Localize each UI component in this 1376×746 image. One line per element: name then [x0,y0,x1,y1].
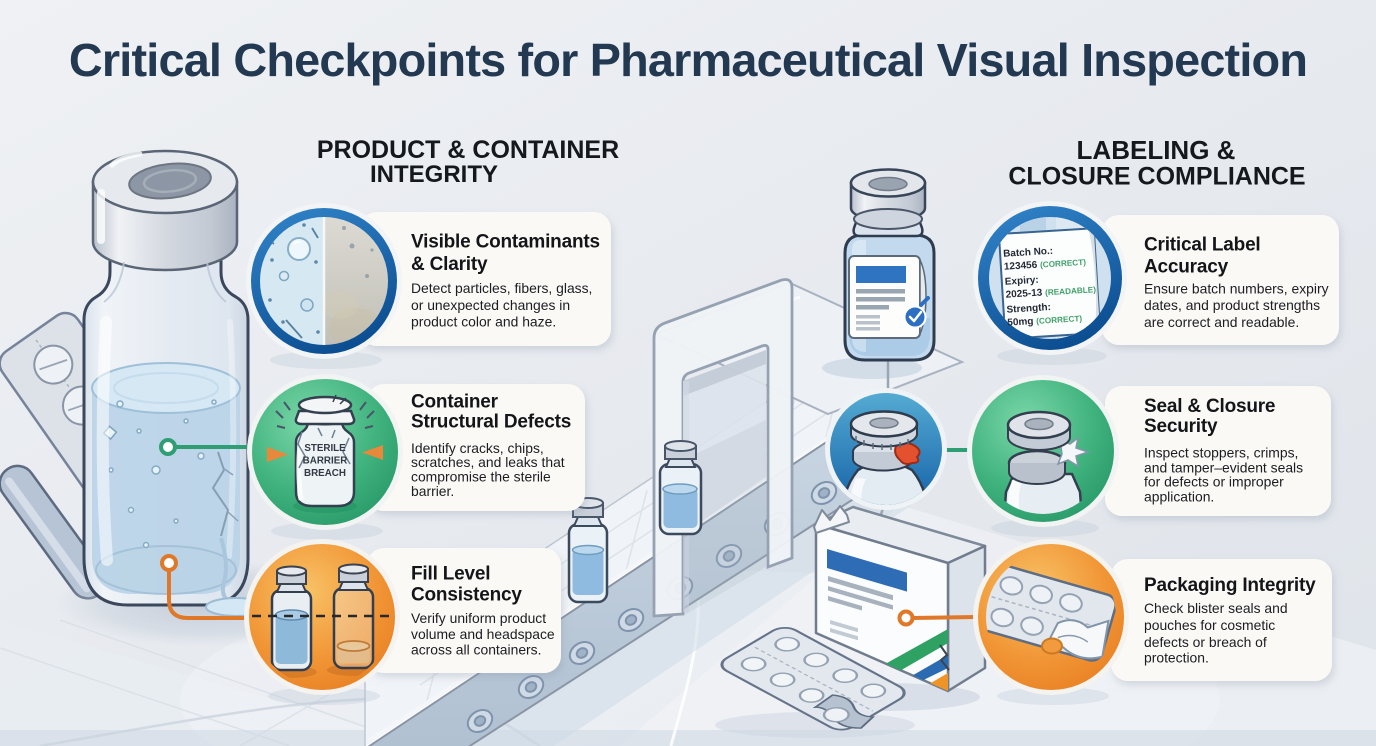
svg-text:Identify cracks, chips,: Identify cracks, chips, [411,440,544,456]
svg-text:STERILE: STERILE [304,443,346,454]
svg-text:for defects or improper: for defects or improper [1144,474,1284,490]
svg-text:protection.: protection. [1144,650,1209,666]
svg-text:or unexpected changes in: or unexpected changes in [411,297,570,313]
svg-text:barrier.: barrier. [411,483,454,499]
svg-text:PRODUCT & CONTAINER: PRODUCT & CONTAINER [317,136,619,164]
svg-text:INTEGRITY: INTEGRITY [370,161,498,188]
svg-text:Expiry:: Expiry: [1005,275,1040,288]
svg-text:product color and haze.: product color and haze. [411,314,556,330]
svg-text:BREACH: BREACH [304,468,346,479]
svg-text:Accuracy: Accuracy [1144,257,1229,278]
svg-text:Packaging Integrity: Packaging Integrity [1144,575,1316,596]
svg-text:Security: Security [1144,416,1218,437]
svg-text:Critical Checkpoints for Pharm: Critical Checkpoints for Pharmaceutical … [69,34,1307,86]
svg-text:defects or breach of: defects or breach of [1144,634,1267,650]
svg-text:across all containers.: across all containers. [411,642,541,658]
svg-text:and tamper–evident seals: and tamper–evident seals [1144,459,1303,475]
svg-text:Detect particles, fibers, glas: Detect particles, fibers, glass, [411,280,592,296]
svg-text:Critical Label: Critical Label [1144,235,1261,256]
svg-text:dates, and product strengths: dates, and product strengths [1144,297,1320,313]
svg-text:are correct and readable.: are correct and readable. [1144,314,1299,330]
svg-text:compromise the sterile: compromise the sterile [411,468,551,484]
svg-text:Inspect stoppers, crimps,: Inspect stoppers, crimps, [1144,445,1298,461]
svg-text:Strength:: Strength: [1006,302,1051,316]
svg-text:Container: Container [411,391,499,412]
svg-text:Ensure batch numbers, expiry: Ensure batch numbers, expiry [1144,280,1329,296]
svg-text:pouches for cosmetic: pouches for cosmetic [1144,617,1275,633]
svg-text:BARRIER: BARRIER [303,456,348,467]
svg-text:CLOSURE COMPLIANCE: CLOSURE COMPLIANCE [1008,163,1305,191]
svg-text:Batch No.:: Batch No.: [1003,246,1054,260]
svg-text:scratches, and leaks that: scratches, and leaks that [411,454,565,470]
svg-text:Visible Contaminants: Visible Contaminants [411,232,600,253]
svg-text:volume and headspace: volume and headspace [411,626,555,642]
svg-text:& Clarity: & Clarity [411,254,488,275]
svg-text:Consistency: Consistency [411,585,522,606]
svg-text:Verify uniform product: Verify uniform product [411,610,546,626]
svg-text:application.: application. [1144,489,1214,505]
svg-text:Structural Defects: Structural Defects [411,412,571,433]
svg-text:Fill Level: Fill Level [411,564,490,585]
svg-text:LABELING &: LABELING & [1077,135,1236,165]
svg-text:Check blister seals and: Check blister seals and [1144,600,1288,616]
svg-text:Seal & Closure: Seal & Closure [1144,396,1275,417]
